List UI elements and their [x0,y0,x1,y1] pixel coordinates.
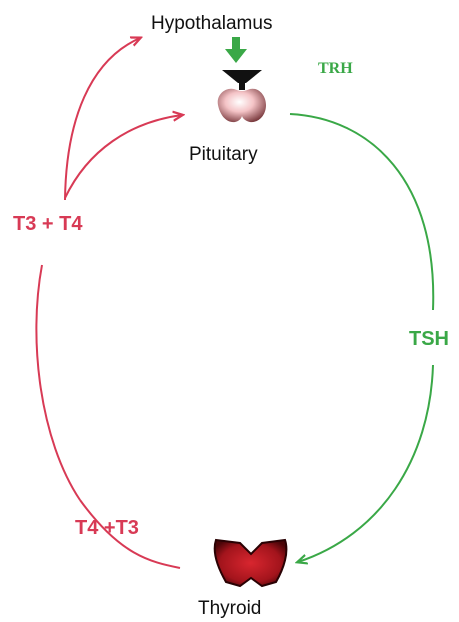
tsh-arrow-upper [290,114,433,310]
tsh-label: TSH [409,329,449,349]
trh-label: TRH [318,61,353,77]
pituitary-gland-icon [218,70,266,122]
feedback-arrow-to-hypothalamus [65,38,140,200]
feedback-label-lower: T4 +T3 [75,518,139,538]
hypothalamus-label: Hypothalamus [151,14,272,33]
feedback-arrow-to-pituitary [65,115,182,198]
thyroid-gland-icon [215,540,287,586]
tsh-arrow-lower [298,365,433,562]
down-arrow-icon [225,37,247,63]
pituitary-label: Pituitary [189,145,258,164]
feedback-arrow-left [36,265,80,500]
thyroid-label: Thyroid [198,599,261,618]
feedback-label-upper: T3 + T4 [13,214,82,234]
